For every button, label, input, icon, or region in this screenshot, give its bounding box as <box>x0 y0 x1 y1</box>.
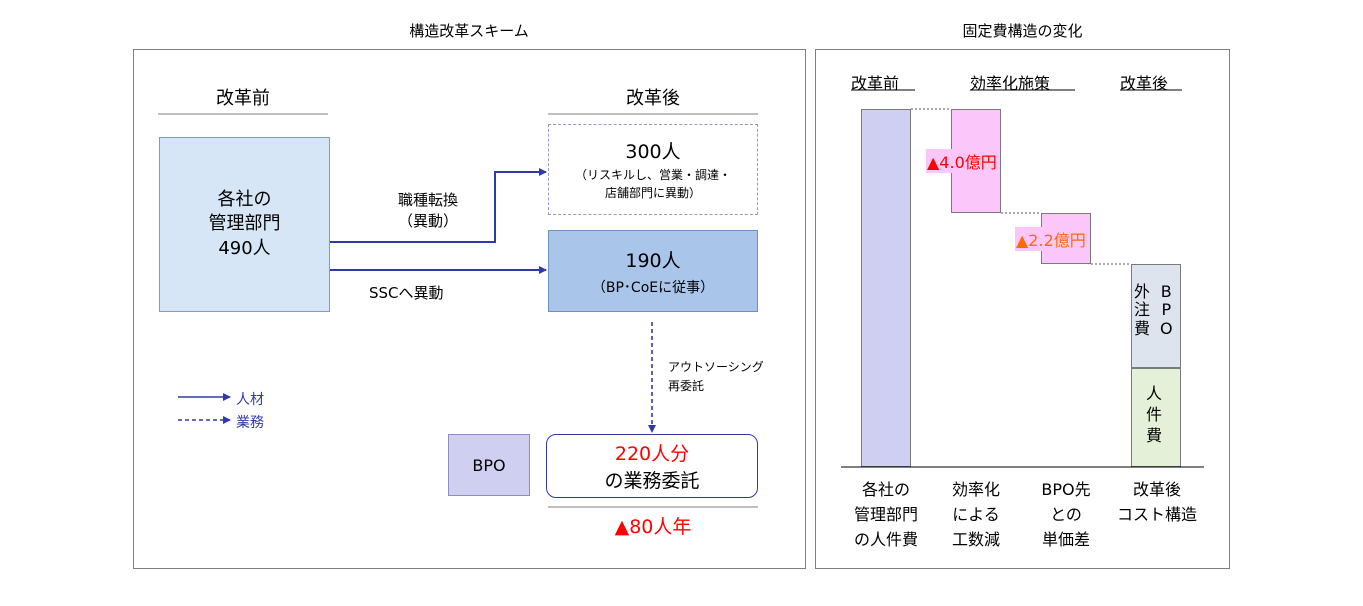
x-label-after: 改革後 コスト構造 <box>1110 478 1204 528</box>
x-label-price-diff: BPO先 との 単価差 <box>1026 478 1106 552</box>
arrow-upper-label: 職種転換 （異動） <box>368 190 488 232</box>
header-measures: 効率化施策 <box>970 74 1051 93</box>
left-section-title: 構造改革スキーム <box>409 22 529 40</box>
x-label-eff-1: 効率化 <box>951 480 1000 499</box>
x-label-before: 各社の 管理部門 の人件費 <box>840 478 932 552</box>
box-220: 220人分 の業務委託 <box>546 434 758 498</box>
bpo-box: BPO <box>448 434 530 496</box>
arrow-lower-label: SSCへ異動 <box>369 284 444 302</box>
reduction-label: ▲80人年 <box>614 516 692 538</box>
bpo-bar-sub-3: O <box>1160 318 1173 338</box>
arrow-to-300 <box>330 168 547 243</box>
box-300: 300人 （リスキルし、営業・調達・ 店舗部門に異動） <box>548 124 758 215</box>
x-label-price-1: BPO先 <box>1041 480 1091 499</box>
arrow-upper-label-2: （異動） <box>397 212 458 230</box>
legend-solid-label: 人材 <box>236 392 264 408</box>
box-220-line2: の業務委託 <box>604 470 700 492</box>
x-label-before-3: の人件費 <box>853 529 918 549</box>
x-label-before-2: 管理部門 <box>853 504 918 524</box>
personnel-bar-3: 費 <box>1146 425 1163 445</box>
box-300-line1: 300人 <box>625 141 681 163</box>
bpo-bar-sub-1: B <box>1160 282 1172 301</box>
bar-bpo <box>1131 264 1181 368</box>
right-panel <box>815 49 1230 569</box>
source-box: 各社の 管理部門 490人 <box>159 137 330 312</box>
source-line-2: 管理部門 <box>208 213 281 235</box>
x-label-after-1: 改革後 <box>1132 480 1181 499</box>
box-190-line1: 190人 <box>625 249 681 272</box>
box-220-line1: 220人分 <box>614 443 690 465</box>
outsourcing-label: アウトソーシング 再委託 <box>668 358 764 395</box>
header-after: 改革後 <box>1120 74 1169 93</box>
x-label-price-2: との <box>1050 504 1082 524</box>
x-label-efficiency: 効率化 による 工数減 <box>936 478 1016 552</box>
bpo-bar-main-3: 費 <box>1134 318 1151 338</box>
right-section-title: 固定費構造の変化 <box>962 22 1083 40</box>
source-line-3: 490人 <box>218 237 271 259</box>
after-header: 改革後 <box>626 88 680 109</box>
x-label-before-1: 各社の <box>861 480 910 499</box>
box-300-line2: （リスキルし、営業・調達・ <box>574 168 731 182</box>
bpo-bar-main-1: 外 <box>1134 282 1151 301</box>
saving-label-1: ▲4.0億円 <box>926 149 998 173</box>
box-190: 190人 （BP･CoEに従事） <box>548 230 758 312</box>
bar-before <box>861 109 911 467</box>
bpo-bar-main-2: 注 <box>1134 300 1151 320</box>
header-before: 改革前 <box>851 74 900 93</box>
box-300-line3: 店舗部門に異動） <box>604 186 701 200</box>
x-label-eff-2: による <box>952 504 1000 524</box>
before-header: 改革前 <box>216 88 270 109</box>
personnel-bar-label: 人 件 費 <box>1146 384 1162 446</box>
x-label-eff-3: 工数減 <box>951 529 1000 549</box>
box-190-line2: （BP･CoEに従事） <box>591 279 715 296</box>
bpo-bar-main-label: 外 注 費 <box>1134 282 1151 338</box>
outsourcing-label-1: アウトソーシング <box>668 360 764 374</box>
personnel-bar-2: 件 <box>1146 404 1163 424</box>
bpo-bar-sub-label: B P O <box>1160 282 1173 338</box>
outsourcing-label-2: 再委託 <box>668 378 705 393</box>
source-line-1: 各社の <box>217 189 272 211</box>
bpo-bar-sub-2: P <box>1161 300 1172 320</box>
arrow-upper-label-1: 職種転換 <box>397 191 458 209</box>
personnel-bar-1: 人 <box>1146 384 1163 403</box>
x-label-price-3: 単価差 <box>1041 529 1090 549</box>
x-label-after-2: コスト構造 <box>1116 504 1197 524</box>
legend-dashed-label: 業務 <box>236 415 264 431</box>
saving-label-2: ▲2.2億円 <box>1015 227 1087 251</box>
left-panel <box>133 49 806 569</box>
